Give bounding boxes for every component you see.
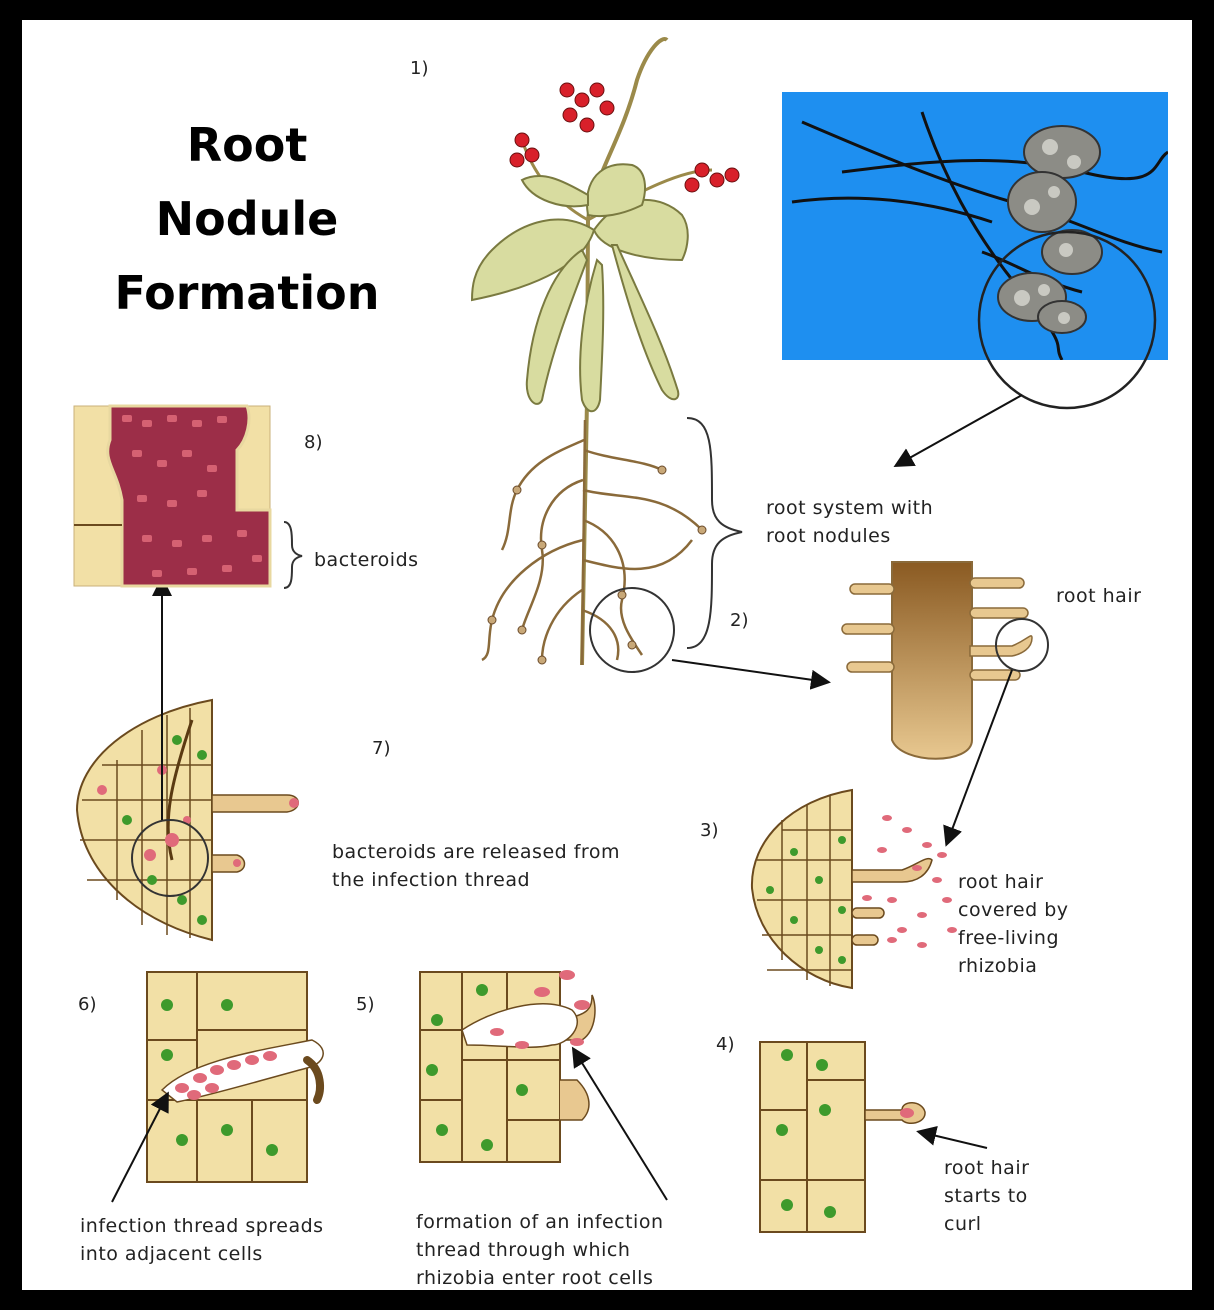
root-arrow <box>672 660 827 682</box>
diagram-canvas: Root Nodule Formation <box>22 20 1192 1290</box>
photo-highlight-circle <box>979 232 1155 408</box>
label-bacteroids-released: bacteroids are released from the infecti… <box>332 838 620 894</box>
label-bacteroids: bacteroids <box>314 546 419 574</box>
photo-arrow <box>897 395 1022 465</box>
step-5-number: 5) <box>356 994 374 1015</box>
label-infection-formation: formation of an infection thread through… <box>416 1208 664 1290</box>
diagram-art <box>22 20 1192 1290</box>
step-4-number: 4) <box>716 1034 734 1055</box>
cells-step-5 <box>420 970 667 1200</box>
root-tip <box>842 562 1048 843</box>
step-2-number: 2) <box>730 610 748 631</box>
step-3-number: 3) <box>700 820 718 841</box>
label-root-hair-curl: root hair starts to curl <box>944 1154 1029 1238</box>
step-7-number: 7) <box>372 738 390 759</box>
cells-step-6 <box>112 972 323 1202</box>
step-6-number: 6) <box>78 994 96 1015</box>
label-rhizobia-covered: root hair covered by free-living rhizobi… <box>958 868 1069 980</box>
cells-step-3 <box>752 790 957 988</box>
label-root-system: root system with root nodules <box>766 494 933 550</box>
label-root-hair: root hair <box>1056 582 1141 610</box>
bean-plant <box>472 39 742 672</box>
cells-step-7 <box>77 580 299 940</box>
step-1-number: 1) <box>410 58 428 79</box>
bacteroids-panel <box>74 406 302 588</box>
step-8-number: 8) <box>304 432 322 453</box>
label-infection-spreads: infection thread spreads into adjacent c… <box>80 1212 324 1268</box>
